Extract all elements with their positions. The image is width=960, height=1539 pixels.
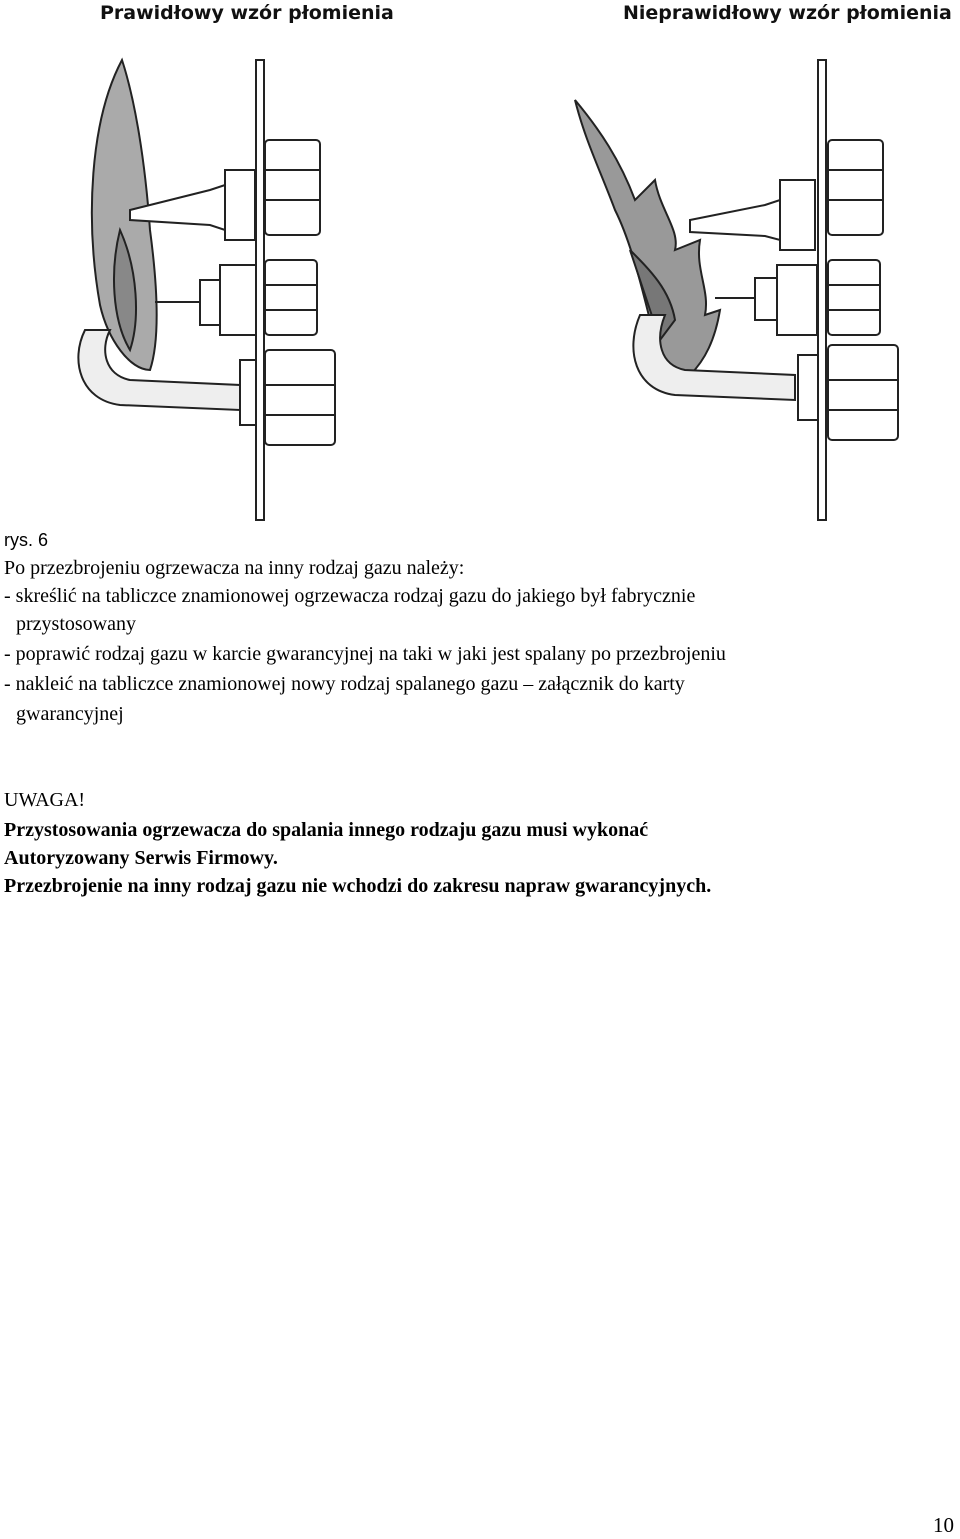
flame-correct — [90, 57, 158, 372]
burner-tube — [77, 329, 241, 412]
warning-line-1: Przystosowania ogrzewacza do spalania in… — [4, 819, 649, 841]
instruction-item-1-cont: przystosowany — [16, 613, 136, 635]
warning-line-3: Przezbrojenie na inny rodzaj gazu nie wc… — [4, 875, 712, 897]
figure-title-correct: Prawidłowy wzór płomienia — [100, 2, 394, 24]
mounting-plate — [817, 59, 827, 521]
figure-caption: rys. 6 — [4, 530, 49, 550]
flame-incorrect — [574, 99, 722, 377]
instruction-item-2: - poprawić rodzaj gazu w karcie gwarancy… — [4, 643, 726, 665]
instruction-item-3-cont: gwarancyjnej — [16, 703, 124, 725]
mounting-plate — [255, 59, 265, 521]
warning-line-2: Autoryzowany Serwis Firmowy. — [4, 847, 278, 869]
incorrect-flame-illustration — [574, 59, 899, 521]
instruction-item-1: - skreślić na tabliczce znamionowej ogrz… — [4, 585, 696, 607]
figure-title-incorrect: Nieprawidłowy wzór płomienia — [623, 2, 952, 24]
warning-heading: UWAGA! — [4, 789, 86, 811]
correct-flame-illustration — [77, 57, 336, 521]
page-number: 10 — [933, 1513, 954, 1537]
instruction-item-3: - nakleić na tabliczce znamionowej nowy … — [4, 673, 685, 695]
instructions-intro: Po przezbrojeniu ogrzewacza na inny rodz… — [4, 557, 465, 579]
burner-tube — [632, 314, 796, 402]
